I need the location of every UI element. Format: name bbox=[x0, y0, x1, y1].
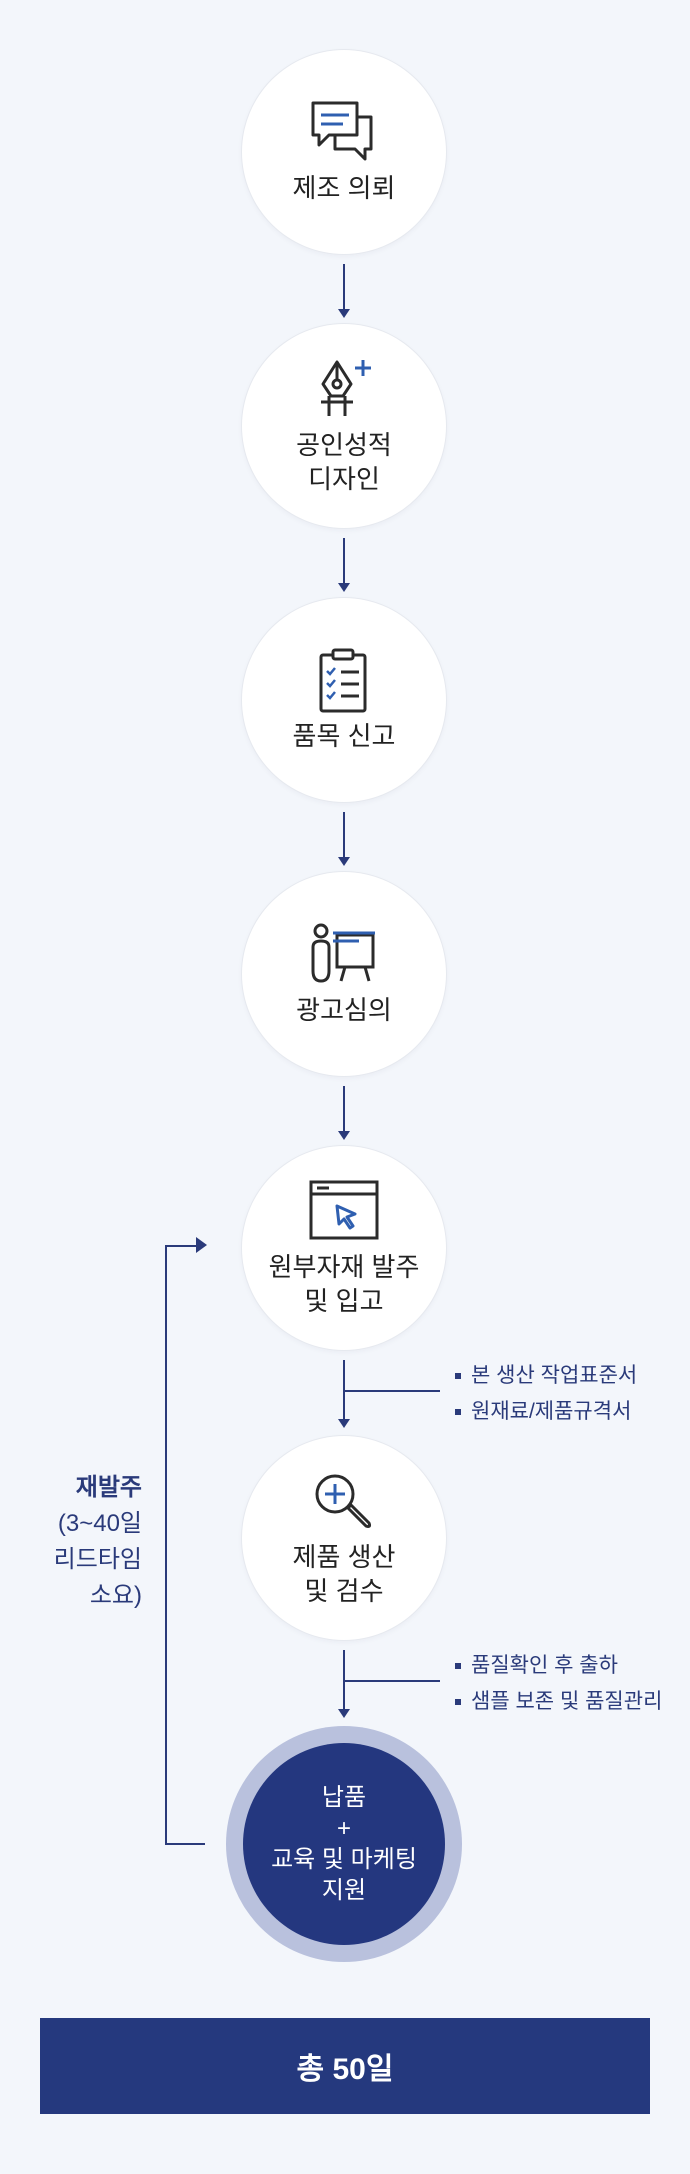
final-step-line: 교육 및 마케팅 bbox=[271, 1846, 417, 1873]
flow-arrow bbox=[338, 538, 350, 592]
final-step-line: 지원 bbox=[321, 1877, 367, 1904]
step-manufacturing-request: 제조 의뢰 bbox=[242, 50, 446, 254]
branch-line bbox=[344, 1680, 440, 1682]
branch-line bbox=[344, 1390, 440, 1392]
flow-arrow bbox=[338, 812, 350, 866]
note-item: 원재료/제품규격서 bbox=[455, 1394, 637, 1430]
step-label: 원부자재 발주 및 입고 bbox=[268, 1252, 420, 1316]
reorder-leadtime: (3~40일 리드타임 소요) bbox=[53, 1510, 142, 1609]
reorder-loop-horizontal-top bbox=[165, 1245, 197, 1247]
total-duration-bar: 총 50일 bbox=[40, 2018, 650, 2114]
final-step-line: 납품 bbox=[321, 1784, 367, 1811]
presenter-board-icon bbox=[311, 923, 375, 983]
reorder-label: 재발주 (3~40일 리드타임 소요) bbox=[54, 1470, 142, 1614]
step-label: 품목 신고 bbox=[292, 721, 396, 751]
step-label: 공인성적 디자인 bbox=[296, 430, 392, 494]
production-notes: 본 생산 작업표준서 원재료/제품규격서 bbox=[455, 1358, 637, 1430]
note-item: 샘플 보존 및 품질관리 bbox=[455, 1684, 662, 1720]
note-item: 품질확인 후 출하 bbox=[455, 1648, 662, 1684]
reorder-arrow-head bbox=[196, 1237, 207, 1253]
pen-nib-plus-icon bbox=[321, 360, 371, 416]
step-label: 제조 의뢰 bbox=[292, 173, 396, 203]
browser-cursor-icon bbox=[309, 1180, 379, 1240]
flow-arrow bbox=[338, 264, 350, 318]
step-item-report: 품목 신고 bbox=[242, 598, 446, 802]
clipboard-checklist-icon bbox=[319, 648, 367, 713]
note-item: 본 생산 작업표준서 bbox=[455, 1358, 637, 1394]
reorder-title: 재발주 bbox=[75, 1474, 142, 1501]
step-materials-order: 원부자재 발주 및 입고 bbox=[242, 1146, 446, 1350]
magnifier-plus-icon bbox=[315, 1474, 372, 1529]
step-ad-review: 광고심의 bbox=[242, 872, 446, 1076]
final-step-line: + bbox=[336, 1815, 351, 1842]
final-step-delivery: 납품 + 교육 및 마케팅 지원 bbox=[243, 1743, 445, 1945]
step-certified-design: 공인성적 디자인 bbox=[242, 324, 446, 528]
reorder-loop-vertical bbox=[165, 1245, 167, 1845]
flow-arrow bbox=[338, 1086, 350, 1140]
reorder-loop-horizontal-bottom bbox=[165, 1843, 205, 1845]
shipping-notes: 품질확인 후 출하 샘플 보존 및 품질관리 bbox=[455, 1648, 662, 1720]
step-label: 제품 생산 및 검수 bbox=[292, 1542, 396, 1606]
chat-bubbles-icon bbox=[311, 101, 373, 161]
step-label: 광고심의 bbox=[296, 995, 392, 1025]
step-production-inspection: 제품 생산 및 검수 bbox=[242, 1436, 446, 1640]
